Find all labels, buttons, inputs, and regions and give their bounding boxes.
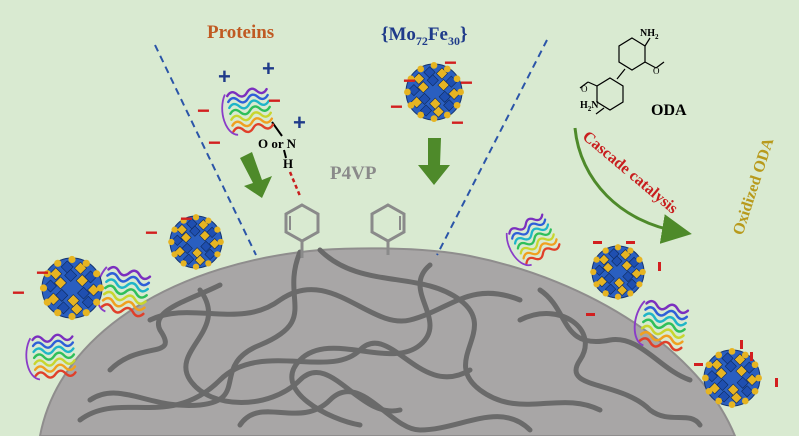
protein-ribbon-icon — [633, 299, 690, 352]
oh-bond — [283, 149, 287, 159]
negative-charge: − — [208, 130, 221, 155]
proteins-label: Proteins — [207, 22, 275, 43]
negative-charge: − — [390, 94, 403, 119]
negative-charge — [775, 378, 778, 387]
negative-charge — [626, 241, 635, 244]
polyoxometalate-cluster-icon — [590, 244, 646, 300]
protein-ribbon-icon — [95, 265, 152, 318]
left-dashed-divider — [154, 44, 257, 256]
negative-charge: − — [12, 280, 25, 305]
protein-ribbon-icon — [25, 333, 77, 381]
green-curved-arrow-icon — [573, 127, 692, 244]
right-dashed-divider — [436, 39, 548, 256]
negative-charge: − — [180, 206, 193, 231]
negative-charge: − — [145, 220, 158, 245]
negative-charge — [740, 340, 743, 349]
negative-charge: − — [197, 98, 210, 123]
negative-charge — [694, 363, 703, 366]
positive-charge: + — [218, 64, 231, 89]
hydrogen-label: H — [283, 156, 294, 171]
amine-bottom-label: H2N — [580, 100, 599, 113]
positive-charge: + — [262, 56, 275, 81]
svg-text:O: O — [581, 84, 588, 94]
polymer-chains — [77, 247, 703, 433]
green-down-arrow-icon — [418, 138, 450, 185]
negative-charge: − — [460, 70, 473, 95]
negative-charge: − — [444, 50, 457, 75]
negative-charge — [750, 352, 753, 361]
positive-charge: + — [293, 110, 306, 135]
negative-charge: − — [36, 260, 49, 285]
p4vp-label: P4VP — [330, 163, 377, 184]
oda-structure-icon — [579, 37, 665, 115]
o-or-n-label: O or N — [258, 136, 297, 151]
polyoxometalate-cluster-icon — [168, 214, 224, 270]
oda-label: ODA — [651, 102, 687, 119]
pyridine-ring-icon — [284, 203, 320, 258]
pyridine-ring-icon — [370, 203, 406, 255]
svg-text:O: O — [653, 66, 660, 76]
polyoxometalate-cluster-icon — [702, 348, 762, 408]
negative-charge — [658, 262, 661, 271]
polyoxometalate-label: {Mo72Fe30} — [381, 24, 468, 48]
polyoxometalate-cluster-icon — [404, 62, 464, 122]
negative-charge: − — [403, 68, 416, 93]
protein-ribbon-icon — [505, 213, 561, 267]
negative-charge — [586, 313, 595, 316]
negative-charge: − — [268, 88, 281, 113]
negative-charge: − — [451, 110, 464, 135]
amine-top-label: NH2 — [640, 28, 659, 41]
negative-charge — [593, 241, 602, 244]
green-down-arrow-icon — [240, 152, 272, 198]
polyoxometalate-cluster-icon — [39, 255, 105, 321]
hydrogen-bond — [288, 171, 302, 197]
protein-ribbon-icon — [221, 87, 275, 136]
